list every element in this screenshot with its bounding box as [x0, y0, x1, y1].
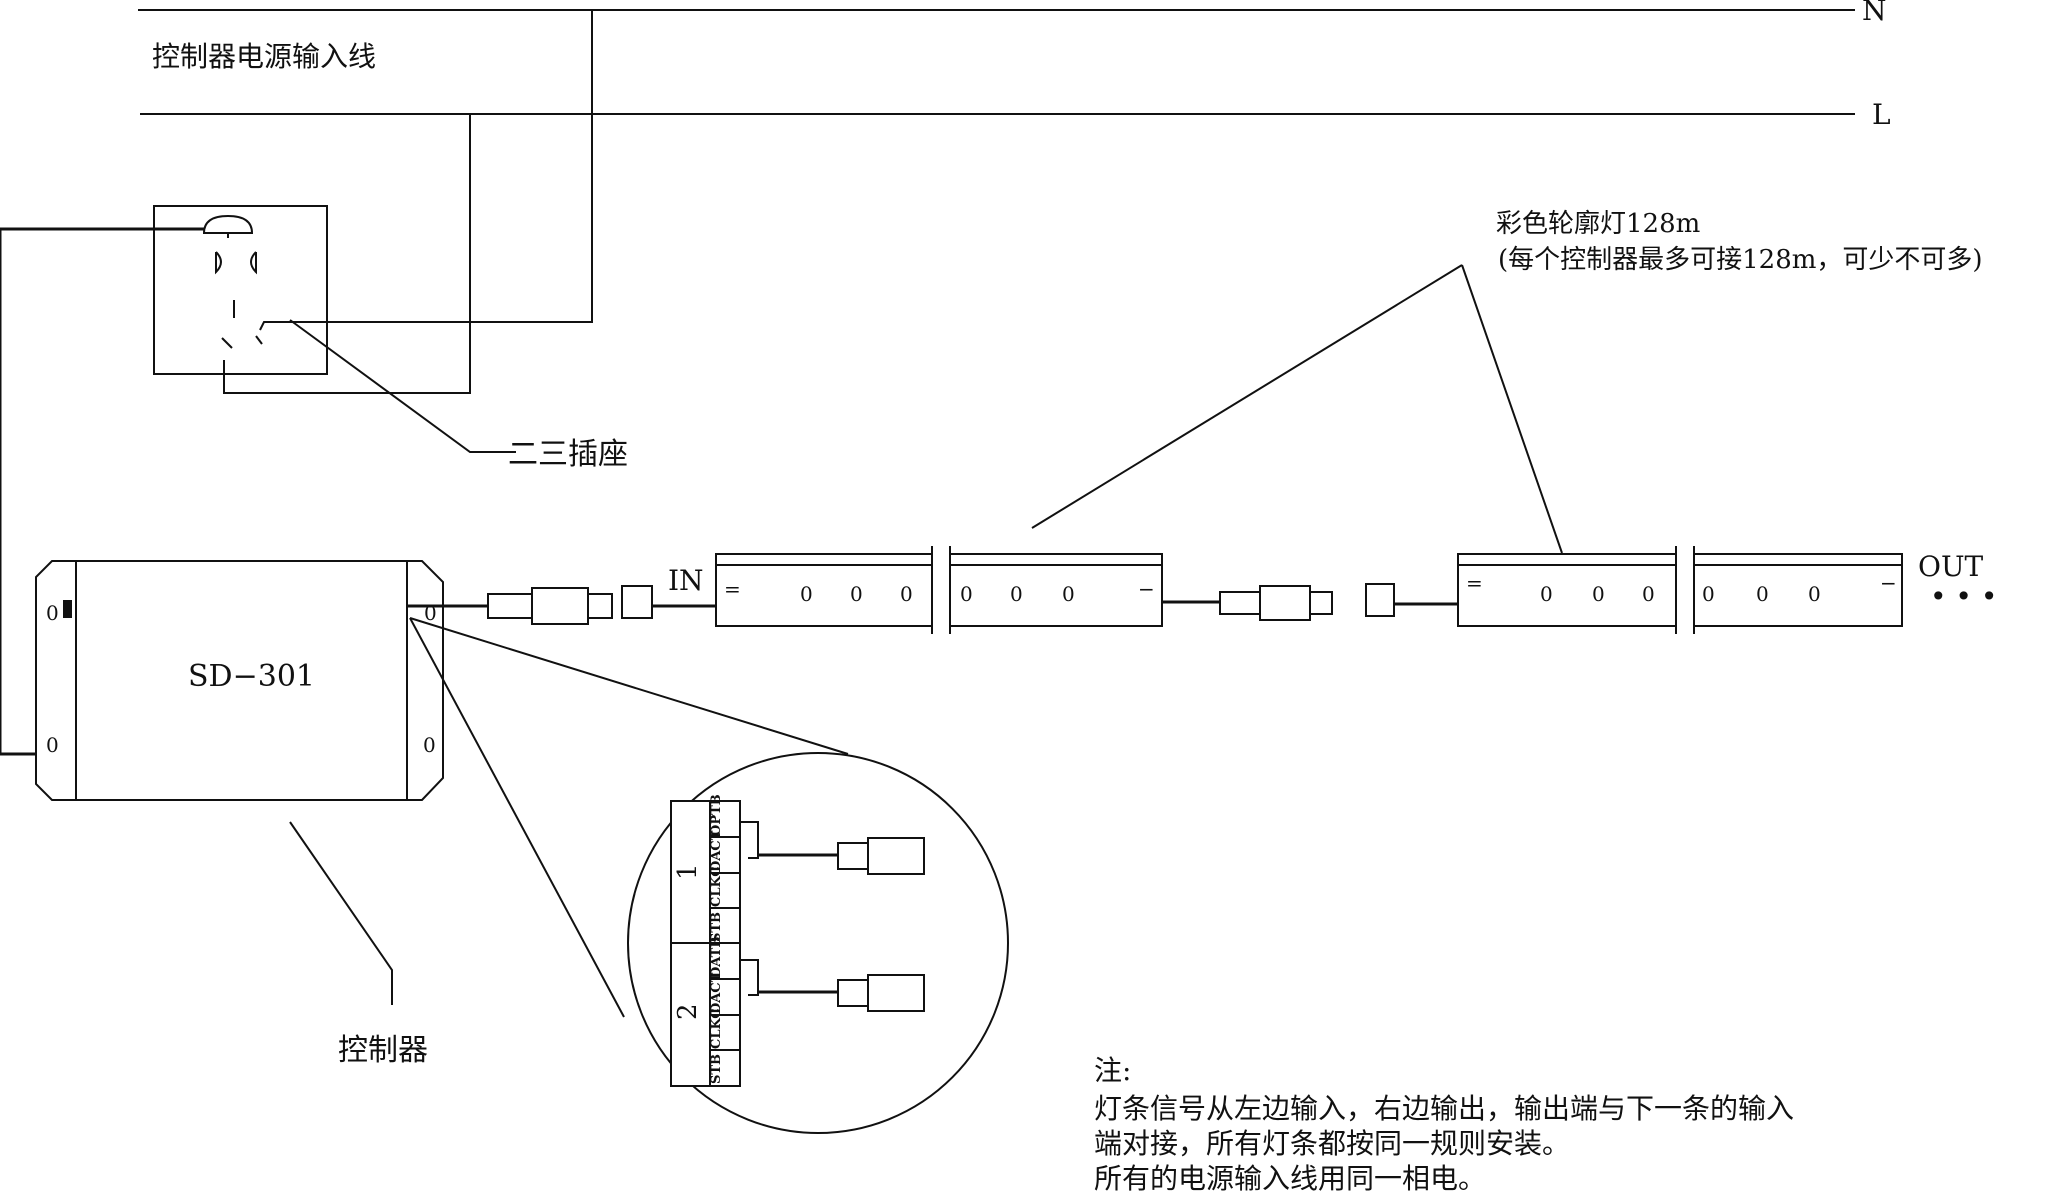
- plug-pin-icon: [250, 251, 257, 275]
- led-icon: 0: [800, 582, 813, 606]
- continuation-dots: • • •: [1930, 580, 1997, 613]
- input-label: IN: [668, 564, 704, 597]
- strip-title: 彩色轮廓灯128m: [1496, 209, 1700, 239]
- light-strip: = 0 0 0: [715, 546, 933, 634]
- cable-plug-icon: [1259, 585, 1311, 621]
- notes-heading: 注:: [1094, 1054, 1131, 1087]
- switch-knob-icon: [63, 600, 72, 618]
- light-strip: 0 0 0 −: [949, 546, 1163, 634]
- output-label: OUT: [1918, 550, 1984, 583]
- earth-pin-icon: [202, 214, 254, 234]
- pin-label: DACT: [709, 830, 724, 872]
- controller-label: 控制器: [338, 1033, 428, 1068]
- neutral-drop-wire: [259, 10, 593, 331]
- cable-plug-icon: [621, 585, 653, 619]
- cable-plug-icon: [531, 587, 589, 625]
- mount-hole-icon: 0: [423, 733, 436, 757]
- light-strip: 0 0 0 −: [1693, 546, 1903, 634]
- connector-icon: [837, 842, 869, 870]
- controller-model: SD−301: [188, 659, 315, 694]
- led-icon: 0: [900, 582, 913, 606]
- led-icon: 0: [960, 582, 973, 606]
- zoom-line-top: [409, 617, 849, 755]
- svg-text:−: −: [1138, 577, 1155, 601]
- cable-plug-icon: [1365, 583, 1395, 617]
- socket-box: [153, 205, 328, 375]
- pin-label: CLKC: [709, 866, 724, 907]
- strip-callout-line: [1461, 264, 1563, 554]
- controller-box: 0 0 0 0 SD−301: [35, 560, 444, 801]
- pin-label: CLKC: [709, 1008, 724, 1049]
- pin-label: DACT: [709, 972, 724, 1014]
- pin-label: STB: [709, 1054, 724, 1084]
- notes-line-3: 所有的电源输入线用同一相电。: [1094, 1162, 1486, 1193]
- neutral-label: N: [1862, 0, 1887, 27]
- terminal-zoom: OPTB DACT CLKC STB DATB DACT CLKC STB 1 …: [627, 752, 1009, 1134]
- plug-pin-icon: [215, 251, 222, 275]
- led-icon: 0: [1702, 582, 1715, 606]
- mount-hole-icon: 0: [46, 601, 59, 625]
- cable-plug-icon: [487, 593, 533, 619]
- svg-text:=: =: [724, 577, 741, 601]
- led-icon: 0: [1592, 582, 1605, 606]
- port-2-label: 2: [673, 1003, 703, 1020]
- connector-icon: [837, 979, 869, 1007]
- live-label: L: [1872, 98, 1891, 131]
- strip-callout-line: [1031, 264, 1463, 529]
- connector-icon: [867, 974, 925, 1012]
- cable-plug-icon: [1219, 591, 1261, 615]
- controller-power-cord: [0, 227, 205, 756]
- strip-note: (每个控制器最多可接128m，可少不可多): [1498, 245, 1983, 275]
- led-icon: 0: [1642, 582, 1655, 606]
- live-drop-wire: [223, 114, 471, 394]
- notes-line-1: 灯条信号从左边输入，右边输出，输出端与下一条的输入: [1094, 1092, 1794, 1125]
- port-1-label: 1: [673, 863, 703, 880]
- led-icon: 0: [850, 582, 863, 606]
- cable-plug-icon: [587, 593, 613, 619]
- light-strip: = 0 0 0: [1457, 546, 1677, 634]
- mount-hole-icon: 0: [46, 733, 59, 757]
- led-icon: 0: [1756, 582, 1769, 606]
- led-icon: 0: [1540, 582, 1553, 606]
- cable-plug-icon: [1309, 591, 1333, 615]
- controller-callout-line: [289, 821, 393, 1005]
- zoom-line-bottom: [409, 617, 625, 1018]
- pin-label: OPTB: [709, 794, 724, 836]
- notes-line-2: 端对接，所有灯条都按同一规则安装。: [1094, 1127, 1570, 1160]
- pin-label: STB: [709, 912, 724, 942]
- power-input-label: 控制器电源输入线: [152, 40, 376, 73]
- pin-label: DATB: [709, 937, 724, 978]
- led-icon: 0: [1062, 582, 1075, 606]
- socket-label: 二三插座: [508, 437, 628, 472]
- led-icon: 0: [1010, 582, 1023, 606]
- led-icon: 0: [1808, 582, 1821, 606]
- svg-text:=: =: [1466, 571, 1483, 595]
- connector-icon: [867, 837, 925, 875]
- svg-text:−: −: [1880, 571, 1897, 595]
- socket-callout-line: [289, 319, 516, 453]
